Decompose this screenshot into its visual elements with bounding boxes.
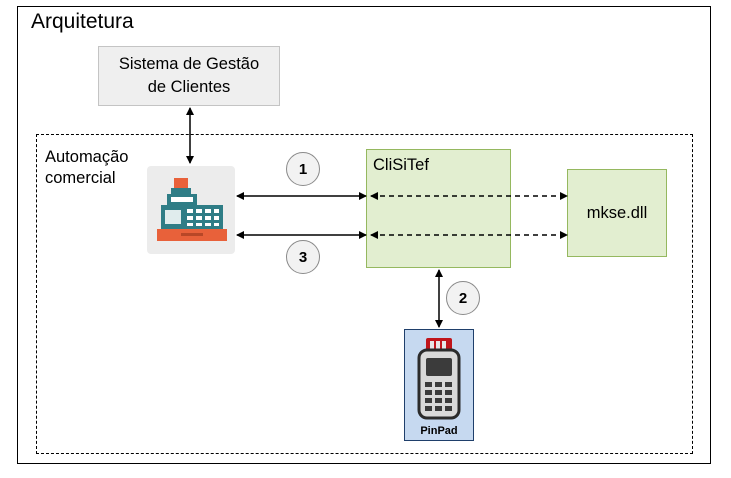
pinpad-device-icon bbox=[417, 338, 461, 420]
automacao-line2: comercial bbox=[45, 169, 116, 187]
step-badge-2: 2 bbox=[446, 281, 480, 315]
automacao-line1: Automação bbox=[45, 148, 129, 166]
mkse-dll-box: mkse.dll bbox=[567, 169, 667, 257]
automacao-label: Automação comercial bbox=[45, 147, 155, 189]
sistema-gestao-line1: Sistema de Gestão bbox=[118, 55, 260, 73]
step-badge-1: 1 bbox=[286, 152, 320, 186]
pinpad-label: PinPad bbox=[420, 425, 458, 437]
sistema-gestao-line2: de Clientes bbox=[147, 78, 231, 96]
sistema-gestao-box: Sistema de Gestão de Clientes bbox=[98, 46, 280, 106]
cash-register-icon bbox=[147, 166, 235, 254]
diagram-title: Arquitetura bbox=[31, 10, 134, 33]
mkse-dll-label: mkse.dll bbox=[586, 203, 648, 222]
architecture-frame bbox=[17, 6, 711, 464]
clisitef-label: CliSiTef bbox=[373, 156, 429, 174]
step-badge-3: 3 bbox=[286, 240, 320, 274]
automacao-boundary bbox=[36, 134, 693, 454]
clisitef-box bbox=[366, 149, 511, 268]
pinpad-box bbox=[404, 329, 474, 441]
